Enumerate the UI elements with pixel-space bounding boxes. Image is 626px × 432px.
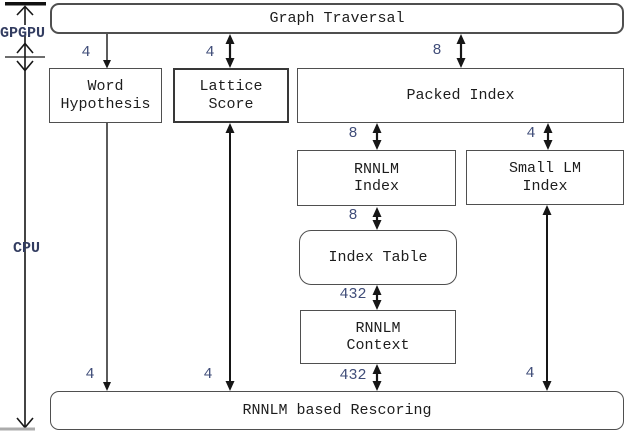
node-graph-traversal: Graph Traversal: [50, 3, 624, 34]
edge-label-packed-small-lm: 4: [526, 125, 536, 142]
arrow-rnnlm-index-table: [372, 207, 382, 230]
cpu-bottom-bar: [0, 427, 35, 431]
node-rnnlm-index: RNNLM Index: [297, 150, 456, 206]
arrow-lattice-rescoring: [225, 123, 235, 391]
gpu-top-bar: [5, 2, 46, 6]
edge-label-small-lm-rescoring: 4: [525, 365, 535, 382]
edge-label-gt-word: 4: [81, 44, 91, 61]
node-small-lm-index: Small LM Index: [466, 150, 624, 205]
region-label-gpgpu: GPGPU: [0, 25, 46, 42]
node-rnnlm-context: RNNLM Context: [300, 310, 456, 364]
gpu-down-arrowhead-icon: [16, 60, 34, 72]
edge-label-gt-packed: 8: [432, 42, 442, 59]
arrow-word-rescoring: [103, 123, 111, 391]
node-rnnlm-based-rescoring: RNNLM based Rescoring: [50, 391, 624, 430]
edge-label-packed-rnnlm-index: 8: [348, 125, 358, 142]
edge-label-word-rescoring: 4: [85, 366, 95, 383]
arrow-context-rescoring: [372, 364, 382, 391]
gpu-up-arrowhead-icon: [16, 5, 34, 16]
cpu-up-arrowhead-icon: [16, 42, 34, 54]
arrow-packed-rnnlm-index: [372, 123, 382, 150]
edge-label-rnnlm-index-table: 8: [348, 207, 358, 224]
region-extent-annotation: [0, 2, 46, 431]
arrow-packed-small-lm: [543, 123, 553, 150]
edge-label-gt-lattice: 4: [205, 44, 215, 61]
region-label-cpu: CPU: [13, 240, 41, 257]
node-index-table: Index Table: [299, 230, 457, 285]
arrow-gt-packed: [456, 34, 466, 68]
node-packed-index: Packed Index: [297, 68, 624, 123]
edge-label-context-rescoring: 432: [339, 367, 367, 384]
edge-label-lattice-rescoring: 4: [203, 366, 213, 383]
data-arrows: [103, 34, 553, 391]
edge-label-table-context: 432: [339, 286, 367, 303]
node-word-hypothesis: Word Hypothesis: [49, 68, 162, 123]
arrow-gt-word: [103, 34, 111, 69]
arrow-gt-lattice: [225, 34, 235, 68]
arrow-table-context: [372, 285, 382, 310]
arrow-small-lm-rescoring: [542, 205, 552, 391]
node-lattice-score: Lattice Score: [173, 68, 289, 123]
